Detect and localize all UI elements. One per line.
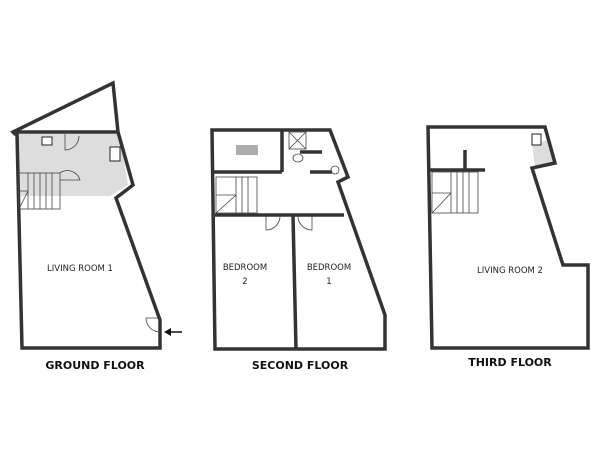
room-number: 1 — [326, 277, 331, 287]
room-label: LIVING ROOM 2 — [477, 266, 543, 276]
door-icon — [64, 134, 80, 151]
room-label: BEDROOM — [223, 263, 267, 273]
stairs-icon — [215, 176, 258, 214]
floor-title: THIRD FLOOR — [468, 356, 552, 369]
door-icon — [265, 214, 281, 231]
floor-title: SECOND FLOOR — [252, 359, 349, 372]
third-floor-plan: LIVING ROOM 2 THIRD FLOOR — [426, 125, 590, 369]
floor-title: GROUND FLOOR — [45, 359, 145, 372]
kitchen-area — [17, 134, 128, 196]
second-floor-walls — [210, 128, 387, 351]
stove-icon — [531, 133, 542, 146]
toilet-icon — [330, 165, 340, 175]
door-icon — [297, 214, 313, 231]
door-icon — [145, 317, 161, 333]
room-label: LIVING ROOM 1 — [47, 264, 113, 274]
third-floor-walls — [426, 125, 590, 350]
second-floor-plan: BEDROOM 2 BEDROOM 1 SECOND FLOOR — [210, 128, 387, 372]
entrance-arrow-icon — [164, 328, 182, 336]
ground-floor-walls — [10, 80, 162, 350]
sink-icon — [41, 136, 53, 146]
room-number: 2 — [242, 277, 247, 287]
ground-floor-plan: LIVING ROOM 1 GROUND FLOOR — [10, 80, 182, 372]
stairs-icon — [431, 171, 479, 214]
room-label: BEDROOM — [307, 263, 351, 273]
stove-icon — [109, 146, 121, 162]
closet-vent — [236, 145, 258, 155]
stairs-icon — [18, 170, 81, 210]
sink-icon — [292, 153, 304, 163]
bedroom-divider — [291, 214, 298, 350]
shower-icon — [288, 131, 307, 150]
